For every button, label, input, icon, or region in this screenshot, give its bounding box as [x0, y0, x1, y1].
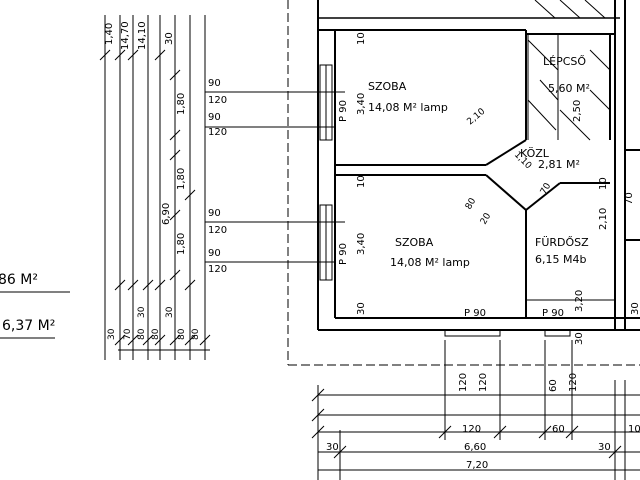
right-vert-3: 3,20	[574, 290, 585, 312]
room-cepcso-area: 5,60 M²	[548, 82, 590, 95]
bottom-above-1: 120	[458, 373, 469, 392]
room-szoba-2-area: 14,08 M² lamp	[390, 256, 470, 269]
room-szoba-1-name: SZOBA	[368, 80, 407, 93]
total-area-a: 86 M²	[0, 272, 38, 288]
ten-1: 10	[356, 32, 367, 45]
window-callouts	[205, 91, 345, 263]
room-cepcso-name: LÉPCSŐ	[543, 54, 586, 68]
bottom-above-3: 60	[548, 379, 559, 392]
room-furdo-area: 6,15 M4b	[535, 253, 586, 266]
right-vert-4: 70	[624, 192, 635, 205]
win-2-a: 90	[208, 112, 221, 123]
building-walls	[287, 0, 640, 366]
bottom-vdim-7: 30	[165, 306, 175, 318]
win-1-b: 120	[208, 95, 227, 106]
p90-left-1: P 90	[338, 100, 349, 122]
doors-bottom	[444, 329, 571, 337]
windows-left	[319, 64, 333, 281]
p90-bottom-1: P 90	[464, 308, 486, 319]
chain-a-1: 1,80	[176, 93, 187, 115]
bottom-vdim-8: 80	[191, 328, 201, 340]
thirty-2: 30	[574, 332, 585, 345]
right-vert-1: 2,50	[572, 100, 583, 122]
bottom-vdim-1: 30	[107, 328, 117, 340]
win-4-b: 120	[208, 264, 227, 275]
left-dim-2: 14,70	[120, 21, 131, 50]
bottom-above-2: 120	[478, 373, 489, 392]
left-dim-4: 30	[164, 32, 175, 45]
height-1: 3,40	[356, 93, 367, 115]
stair-treads	[527, 0, 611, 141]
chain-a-2: 1,80	[176, 168, 187, 190]
bottom-vdim-5: 80	[151, 328, 161, 340]
p90-bottom-2: P 90	[542, 308, 564, 319]
room-furdo-name: FÜRDŐSZ	[535, 235, 589, 249]
ten-3: 10	[598, 177, 609, 190]
room-szoba-2-name: SZOBA	[395, 236, 434, 249]
bottom-vdim-3: 80	[137, 328, 147, 340]
bottom-end-b: 30	[598, 442, 611, 453]
ten-2: 10	[356, 175, 367, 188]
chain-a-3: 1,80	[176, 233, 187, 255]
bottom-chain-1: 120	[462, 424, 481, 435]
bottom-total-720: 7,20	[466, 460, 488, 471]
bottom-vdim-2: 70	[123, 328, 133, 340]
left-dim-3: 14,10	[137, 21, 148, 50]
diag-4: 20	[479, 211, 494, 226]
left-dimension-lines	[99, 15, 211, 360]
thirty-3: 30	[630, 302, 640, 315]
bottom-corner: 10	[628, 424, 640, 435]
bottom-vdim-6: 80	[177, 328, 187, 340]
win-3-b: 120	[208, 225, 227, 236]
bottom-total-660: 6,60	[464, 442, 486, 453]
thirty-1: 30	[356, 302, 367, 315]
bottom-above-4: 120	[568, 373, 579, 392]
chain-b-1: 6,90	[161, 203, 172, 225]
win-3-a: 90	[208, 208, 221, 219]
win-2-b: 120	[208, 127, 227, 138]
bottom-dimension-lines	[311, 340, 640, 480]
left-dim-1: 1,40	[104, 23, 115, 45]
room-szoba-1-area: 14,08 M² lamp	[368, 101, 448, 114]
total-area-b: 6,37 M²	[2, 318, 55, 334]
room-kozl-name: KÖZL	[520, 147, 550, 160]
win-4-a: 90	[208, 248, 221, 259]
height-2: 3,40	[356, 233, 367, 255]
p90-left-2: P 90	[338, 243, 349, 265]
diag-3: 80	[464, 196, 479, 211]
room-kozl-area: 2,81 M²	[538, 158, 580, 171]
win-1-a: 90	[208, 78, 221, 89]
diag-5: 70	[539, 181, 554, 196]
right-vert-2: 2,10	[598, 208, 609, 230]
diag-1: 2,10	[466, 107, 488, 128]
bottom-chain-2: 60	[552, 424, 565, 435]
bottom-end-a: 30	[326, 442, 339, 453]
bottom-vdim-4: 30	[137, 306, 147, 318]
